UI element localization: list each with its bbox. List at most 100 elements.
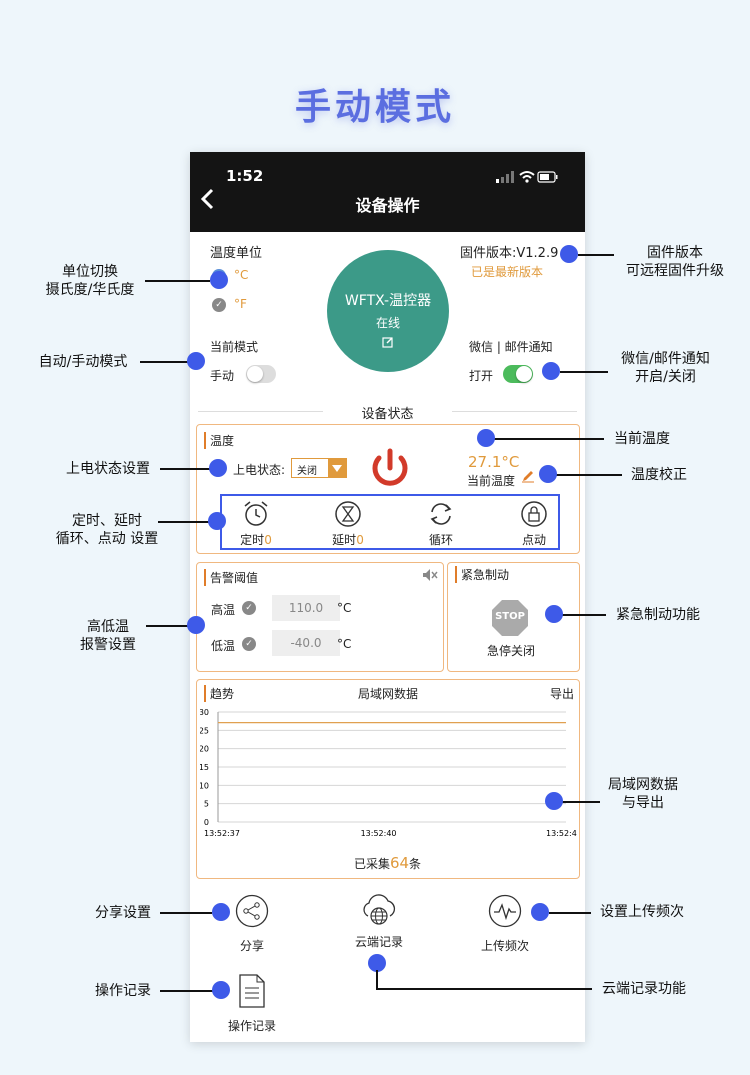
status-icons [496,171,558,183]
notify-value: 打开 [469,369,494,383]
stop-text: STOP [495,611,525,622]
export-button[interactable]: 导出 [550,687,575,701]
upload-frequency-label: 上传频次 [480,939,529,953]
annotation-oplog: 操作记录 [95,983,151,999]
connector-line [560,801,600,803]
stop-button[interactable]: STOP [491,599,529,637]
callout-dot [187,616,205,634]
cloud-record-label: 云端记录 [354,935,403,949]
temperature-panel [196,424,580,554]
timer-button[interactable]: 定时0 [234,500,278,548]
collected-count-text: 已采集64条 [190,854,585,872]
operation-log-label: 操作记录 [227,1019,276,1033]
callout-dot [539,465,557,483]
callout-dot [212,903,230,921]
high-temp-unit: °C [337,601,352,615]
upload-frequency-button[interactable]: 上传频次 [470,894,540,954]
mode-toggle[interactable] [246,365,276,383]
back-button[interactable] [200,188,214,216]
chevron-down-icon [328,459,346,477]
device-online: 在线 [375,316,400,330]
high-temp-check-icon[interactable]: ✓ [242,601,256,615]
timer-label: 定时 [240,533,265,547]
collected-count: 64 [389,854,410,872]
notify-label: 微信 | 邮件通知 [469,340,553,354]
toggle-knob [516,366,532,382]
power-state-value: 关闭 [297,466,317,477]
annotation-current-temp: 当前温度 [614,431,670,447]
connector-line [578,254,614,256]
status-time: 1:52 [226,167,264,185]
mute-icon[interactable] [422,568,438,582]
power-state-label: 上电状态: [233,463,286,477]
device-status-circle[interactable]: WFTX-温控器 在线 [327,250,449,372]
connector-line [376,988,592,990]
callout-dot [208,512,226,530]
connector-line [160,990,214,992]
stop-sign-icon [492,600,528,636]
connector-line [145,280,210,282]
notify-toggle[interactable] [503,365,533,383]
y-tick-label: 10 [200,781,209,790]
jog-button[interactable]: 点动 [512,500,556,548]
callout-dot [560,245,578,263]
lan-data-button[interactable]: 局域网数据 [358,687,419,701]
unit-label: 温度单位 [210,246,263,261]
annotation-notify: 微信/邮件通知开启/关闭 [621,351,710,385]
emergency-status: 急停关闭 [487,644,536,658]
edit-icon [382,337,393,348]
callout-dot [368,954,386,972]
divider [452,411,577,412]
x-tick-label: 13:52:37 [204,829,240,838]
low-temp-input[interactable]: -40.0 [272,630,340,656]
annotation-alarm: 高低温报警设置 [80,619,136,653]
phone-screen: 1:52 设备操作 温度单位 ✓ °C ✓ °F 当前模式 手动 WFTX-温控… [190,152,585,1042]
delay-button[interactable]: 延时0 [326,500,370,548]
timer-count: 0 [264,533,272,547]
pencil-icon[interactable] [521,469,535,483]
fahrenheit-check-icon[interactable]: ✓ [212,298,226,312]
share-button[interactable]: 分享 [227,894,277,954]
cycle-button[interactable]: 循环 [419,500,463,548]
current-temperature: 27.1°C [468,453,520,471]
document-icon [239,974,265,1008]
firmware-latest[interactable]: 已是最新版本 [471,265,544,279]
x-tick-label: 13:52:4 [546,829,577,838]
celsius-option[interactable]: °C [234,268,249,282]
fahrenheit-option[interactable]: °F [234,297,247,311]
power-state-select[interactable]: 关闭 [291,458,347,478]
y-tick-label: 5 [204,800,209,809]
temperature-title: 温度 [204,432,234,449]
connector-line [494,438,604,440]
cycle-label: 循环 [428,533,453,547]
low-temp-check-icon[interactable]: ✓ [242,637,256,651]
annotation-firmware: 固件版本可远程固件升级 [626,245,724,279]
callout-dot [210,271,228,289]
power-icon[interactable] [367,448,413,490]
annotation-power-state: 上电状态设置 [66,461,150,477]
delay-count: 0 [356,533,364,547]
collected-suffix: 条 [409,857,422,871]
y-tick-label: 15 [200,763,209,772]
callout-dot [531,903,549,921]
high-temp-label: 高温 [211,603,236,617]
device-status-title: 设备状态 [361,407,414,422]
low-temp-unit: °C [337,637,352,651]
connector-line [549,912,591,914]
chevron-left-icon [200,188,214,210]
header-bar: 1:52 设备操作 [190,152,585,232]
connector-line [562,614,606,616]
operation-log-button[interactable]: 操作记录 [220,974,284,1034]
annotation-calibration: 温度校正 [631,467,687,483]
cloud-record-button[interactable]: 云端记录 [344,892,414,950]
cloud-globe-icon [363,894,396,925]
high-temp-input[interactable]: 110.0 [272,595,340,621]
y-tick-label: 30 [200,708,209,717]
annotation-emergency: 紧急制动功能 [616,607,700,623]
callout-dot [545,605,563,623]
annotation-lan-data: 局域网数据与导出 [608,777,678,811]
alarm-clock-icon [244,501,268,526]
y-tick-label: 25 [200,726,209,735]
delay-label: 延时 [332,533,357,547]
annotation-unit-switch: 单位切换摄氏度/华氏度 [45,264,135,298]
